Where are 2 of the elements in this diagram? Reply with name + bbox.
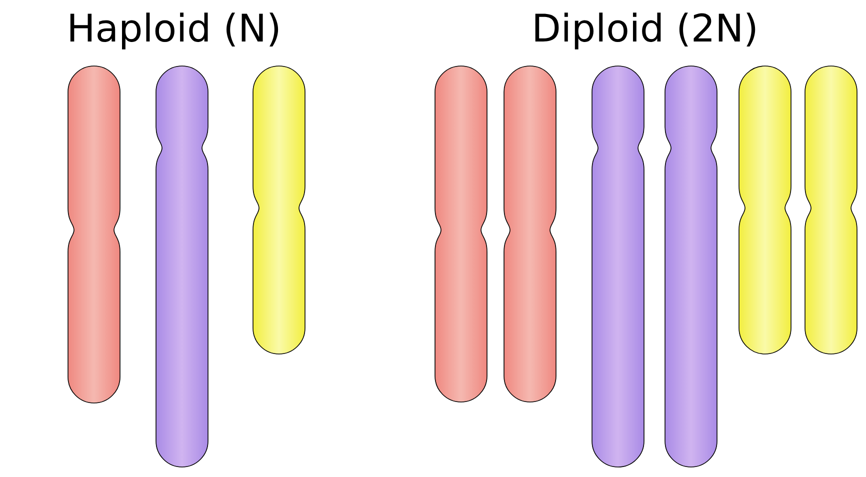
heading: Diploid (2N) <box>535 12 756 50</box>
heading: Haploid (N) <box>70 12 278 50</box>
